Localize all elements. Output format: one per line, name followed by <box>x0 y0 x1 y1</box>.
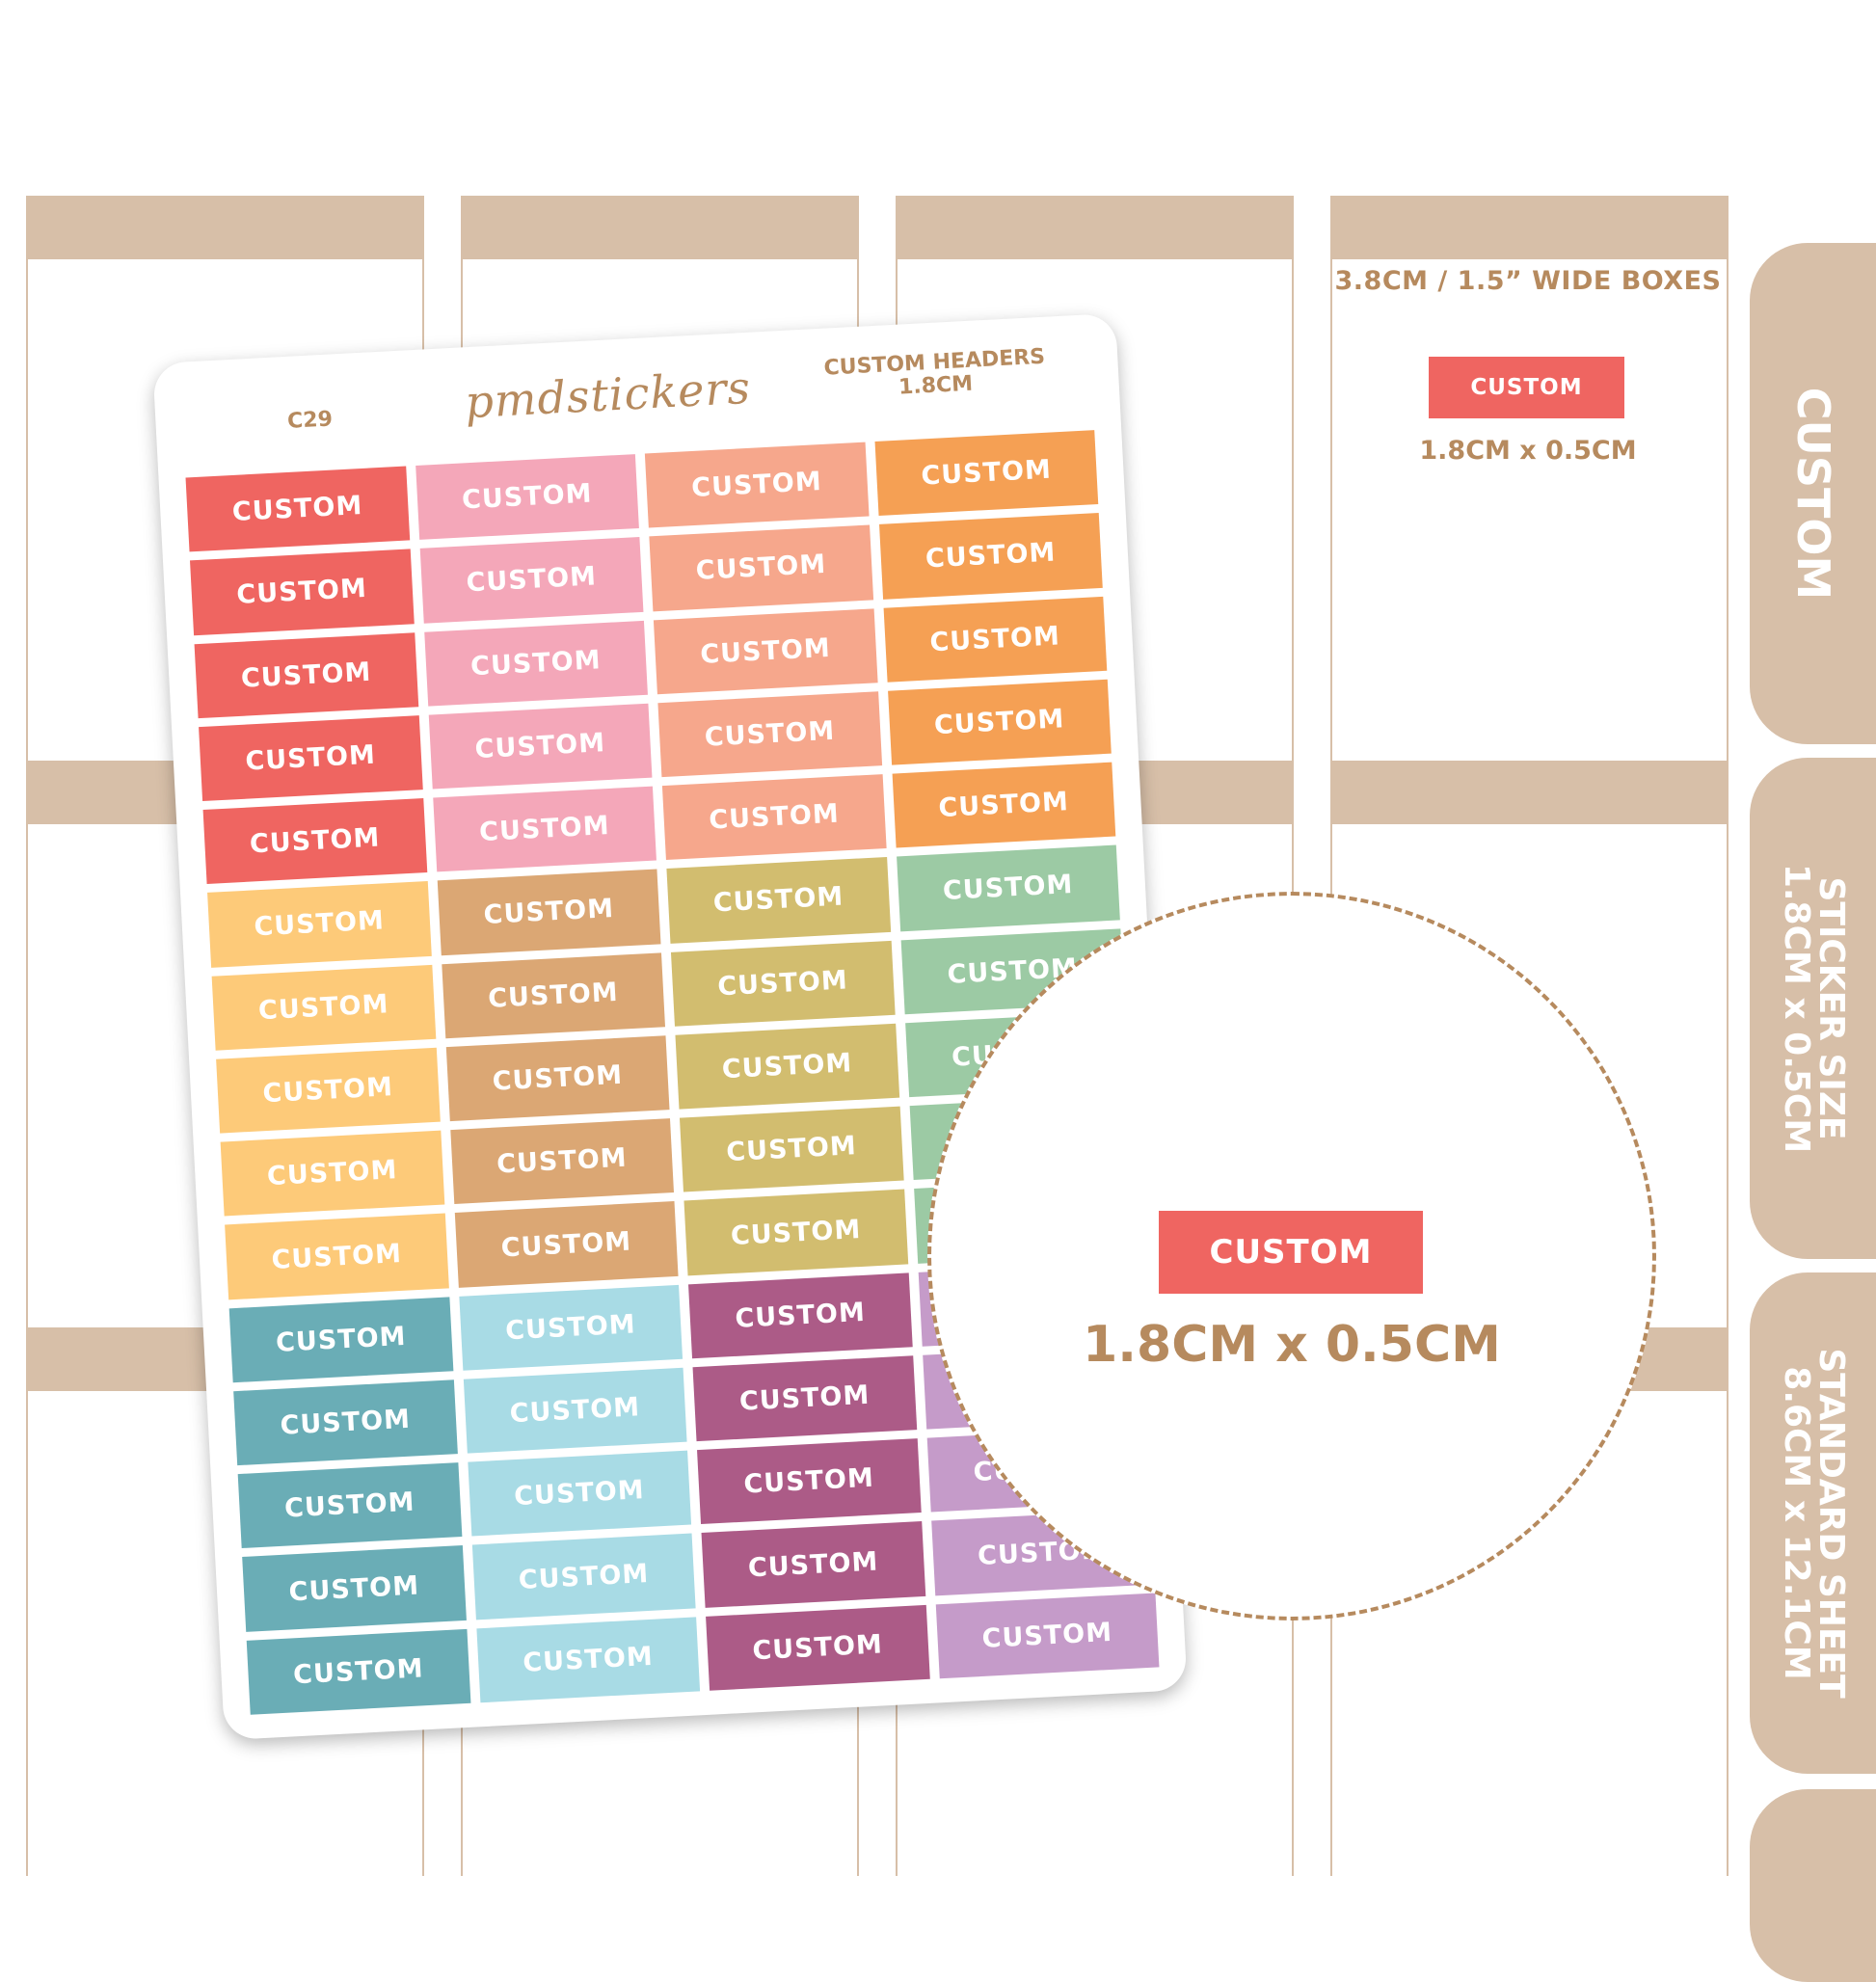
header-sticker: CUSTOM <box>883 596 1108 683</box>
header-sticker: CUSTOM <box>697 1438 922 1525</box>
header-sticker: CUSTOM <box>706 1604 930 1691</box>
header-sticker: CUSTOM <box>415 454 639 541</box>
header-sticker: CUSTOM <box>194 631 418 718</box>
sheet-title: CUSTOM HEADERS 1.8CM <box>822 344 1046 400</box>
header-sticker: CUSTOM <box>237 1462 462 1549</box>
side-tab-label: CUSTOM <box>1786 387 1839 601</box>
header-sticker: CUSTOM <box>896 844 1120 931</box>
header-sticker: CUSTOM <box>675 1023 899 1110</box>
header-sticker: CUSTOM <box>220 1130 444 1217</box>
header-sticker: CUSTOM <box>190 549 415 635</box>
header-sticker: CUSTOM <box>423 620 648 707</box>
header-sticker: CUSTOM <box>679 1106 904 1192</box>
brand-logo: pmdstickers <box>464 361 753 429</box>
planner-header-band <box>1330 196 1729 259</box>
header-sticker: CUSTOM <box>874 430 1099 517</box>
side-tab-partial <box>1750 1789 1876 1982</box>
header-sticker: CUSTOM <box>233 1379 458 1466</box>
header-sticker: CUSTOM <box>458 1284 683 1371</box>
header-sticker: CUSTOM <box>432 786 657 872</box>
side-tab-label: STICKER SIZE 1.8CM x 0.5CM <box>1776 863 1851 1154</box>
header-sticker: CUSTOM <box>228 1297 453 1383</box>
header-sticker: CUSTOM <box>449 1118 675 1205</box>
header-sticker: CUSTOM <box>935 1593 1160 1679</box>
header-sticker: CUSTOM <box>441 951 665 1039</box>
header-sticker: CUSTOM <box>644 442 870 528</box>
side-tab-label: STANDARD SHEET 8.6CM x 12.1CM <box>1776 1348 1851 1699</box>
header-sticker: CUSTOM <box>471 1533 696 1620</box>
header-sticker: CUSTOM <box>649 524 873 611</box>
sticker-size-label: 1.8CM x 0.5CM <box>1419 436 1637 466</box>
header-sticker: CUSTOM <box>692 1355 917 1442</box>
header-sticker: CUSTOM <box>475 1617 701 1703</box>
header-sticker: CUSTOM <box>202 798 427 885</box>
header-sticker: CUSTOM <box>216 1047 441 1134</box>
sheet-code: C29 <box>286 407 334 434</box>
header-sticker: CUSTOM <box>683 1189 908 1276</box>
header-sticker: CUSTOM <box>467 1450 692 1537</box>
header-sticker: CUSTOM <box>463 1367 687 1454</box>
header-sticker: CUSTOM <box>670 940 896 1027</box>
header-sticker: CUSTOM <box>211 964 436 1051</box>
header-sticker: CUSTOM <box>185 466 410 552</box>
side-tab-standard-sheet: STANDARD SHEET 8.6CM x 12.1CM <box>1750 1272 1876 1774</box>
column-border <box>26 196 28 1876</box>
column-border <box>1727 196 1729 1876</box>
magnified-size-label: 1.8CM x 0.5CM <box>1083 1316 1501 1374</box>
side-tab-custom: CUSTOM <box>1750 243 1876 744</box>
header-sticker: CUSTOM <box>878 513 1103 600</box>
header-sticker: CUSTOM <box>199 715 423 802</box>
planner-header-band <box>896 196 1294 259</box>
header-sticker: CUSTOM <box>887 679 1112 765</box>
side-tab-sticker-size: STICKER SIZE 1.8CM x 0.5CM <box>1750 758 1876 1259</box>
header-sticker: CUSTOM <box>246 1628 470 1715</box>
header-sticker: CUSTOM <box>437 869 661 955</box>
header-sticker: CUSTOM <box>892 762 1116 848</box>
header-sticker: CUSTOM <box>701 1521 925 1608</box>
header-sticker: CUSTOM <box>207 881 432 968</box>
sample-sticker: CUSTOM <box>1429 357 1624 418</box>
box-width-label: 3.8CM / 1.5” WIDE BOXES <box>1334 266 1722 296</box>
magnified-sticker: CUSTOM <box>1159 1211 1423 1294</box>
header-sticker: CUSTOM <box>445 1035 670 1122</box>
planner-header-band <box>26 196 424 259</box>
header-sticker: CUSTOM <box>419 537 644 624</box>
header-sticker: CUSTOM <box>653 607 878 695</box>
header-sticker: CUSTOM <box>454 1201 679 1288</box>
header-sticker: CUSTOM <box>225 1213 449 1300</box>
header-sticker: CUSTOM <box>242 1545 467 1632</box>
planner-header-band <box>461 196 859 259</box>
header-sticker: CUSTOM <box>657 691 882 778</box>
header-sticker: CUSTOM <box>688 1272 913 1359</box>
header-sticker: CUSTOM <box>428 703 653 790</box>
header-sticker: CUSTOM <box>661 774 887 861</box>
planner-divider-band <box>1330 761 1729 824</box>
header-sticker: CUSTOM <box>666 857 891 944</box>
